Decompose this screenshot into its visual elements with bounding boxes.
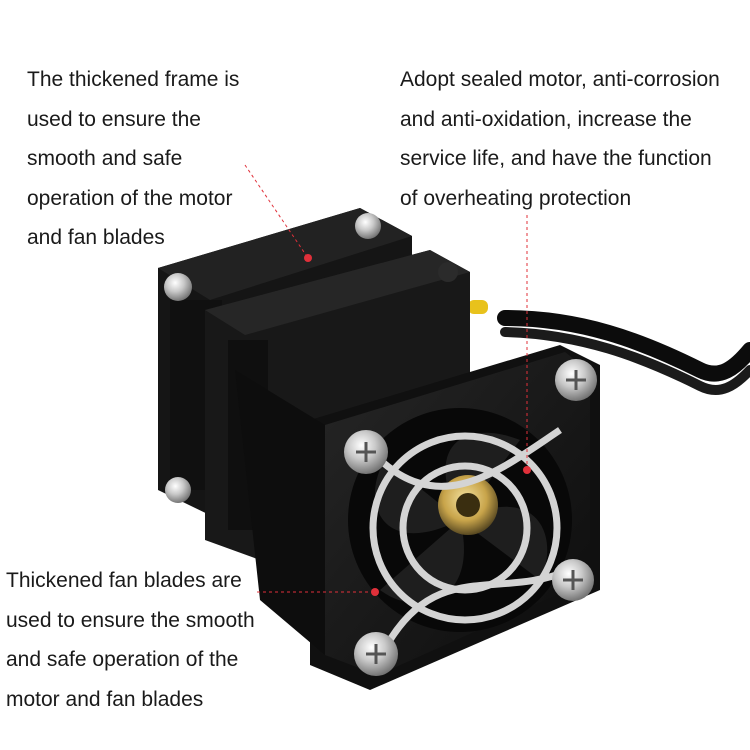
caption-line: motor and fan blades — [6, 687, 204, 711]
pointer-line-top-left — [244, 164, 309, 259]
caption-line: used to ensure the smooth — [6, 608, 255, 632]
pointer-markers — [244, 164, 528, 593]
caption-line: and anti-oxidation, increase the — [400, 107, 692, 131]
pointer-dot-icon — [523, 466, 531, 474]
yellow-wire — [468, 300, 488, 314]
front-screws — [344, 359, 597, 676]
caption-line: Thickened fan blades are — [6, 569, 242, 592]
pointer-dot-icon — [371, 588, 379, 596]
caption-line: used to ensure the — [27, 107, 201, 131]
screw-icon — [164, 273, 192, 301]
caption-line: operation of the motor — [27, 186, 233, 210]
screw-icon — [165, 477, 191, 503]
power-cable — [497, 310, 750, 382]
finger-guard-grill — [369, 427, 572, 642]
caption-line: and safe operation of the — [6, 648, 239, 671]
caption-line: service life, and have the function — [400, 147, 712, 170]
caption-sealed-motor: Adopt sealed motor, anti-corrosion and a… — [400, 60, 720, 218]
caption-line: The thickened frame is — [27, 68, 240, 91]
caption-line: Adopt sealed motor, anti-corrosion — [400, 68, 720, 91]
caption-thickened-frame: The thickened frame is used to ensure th… — [27, 60, 239, 258]
caption-line: of overheating protection — [400, 186, 632, 210]
caption-line: and fan blades — [27, 226, 165, 249]
caption-thickened-blades: Thickened fan blades are used to ensure … — [6, 561, 255, 719]
screw-icon — [355, 213, 381, 239]
pointer-dot-icon — [304, 254, 312, 262]
caption-line: smooth and safe — [27, 147, 183, 170]
